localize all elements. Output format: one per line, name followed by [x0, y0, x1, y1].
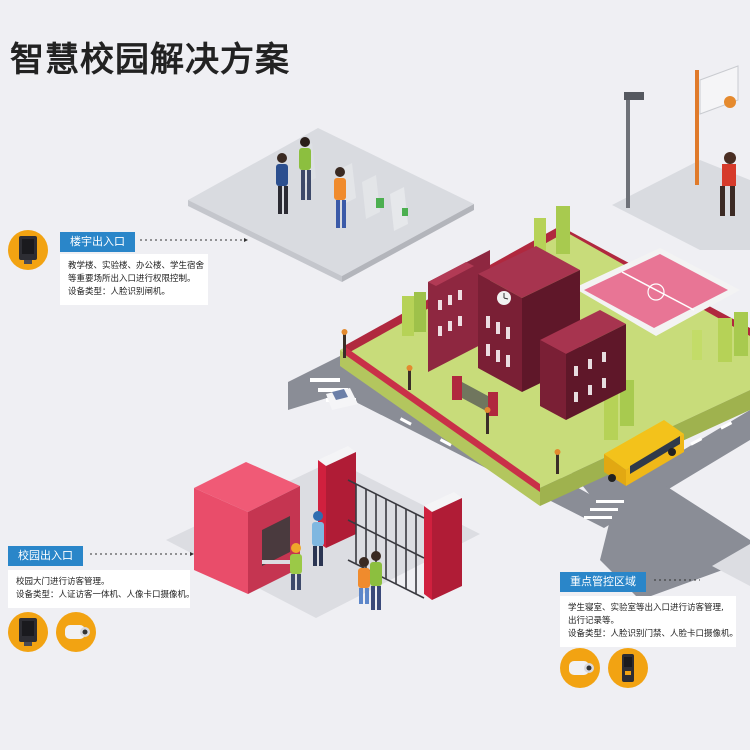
info-line: 设备类型：人脸识别门禁、人脸卡口摄像机。 — [568, 629, 739, 639]
school-building — [428, 246, 626, 420]
campus-entrance-info: 校园大门进行访客管理。 设备类型：人证访客一体机、人像卡口摄像机。 — [8, 570, 195, 608]
building-entrance-info: 教学楼、实验楼、办公楼、学生宿舍 等重要场所出入口进行权限控制。 设备类型：人脸… — [60, 254, 208, 305]
gate-platform — [188, 128, 474, 282]
info-line: 教学楼、实验楼、办公楼、学生宿舍 — [68, 261, 205, 271]
access-panel-icon — [608, 648, 648, 688]
info-line: 等重要场所出入口进行权限控制。 — [68, 274, 196, 284]
camera-icon — [560, 648, 600, 688]
face-terminal-icon — [8, 612, 48, 652]
school-bus — [604, 420, 684, 486]
info-line: 设备类型：人证访客一体机、人像卡口摄像机。 — [16, 590, 195, 600]
page-title: 智慧校园解决方案 — [10, 40, 290, 80]
key-area-info: 学生寝室、实验室等出入口进行访客管理, 出行记录等。 设备类型：人脸识别门禁、人… — [560, 596, 739, 647]
street-lamps — [341, 329, 561, 474]
key-area-label: 重点管控区域 — [560, 572, 646, 592]
building-entrance-label: 楼宇出入口 — [60, 232, 135, 252]
info-line: 学生寝室、实验室等出入口进行访客管理, — [568, 603, 724, 613]
campus-entrance-label: 校园出入口 — [8, 546, 83, 566]
info-line: 出行记录等。 — [568, 616, 620, 626]
face-terminal-icon — [8, 230, 48, 270]
camera-icon — [56, 612, 96, 652]
info-line: 设备类型：人脸识别闸机。 — [68, 287, 171, 297]
main-gate-platform — [166, 446, 480, 618]
info-line: 校园大门进行访客管理。 — [16, 577, 110, 587]
basketball-platform — [612, 65, 750, 250]
